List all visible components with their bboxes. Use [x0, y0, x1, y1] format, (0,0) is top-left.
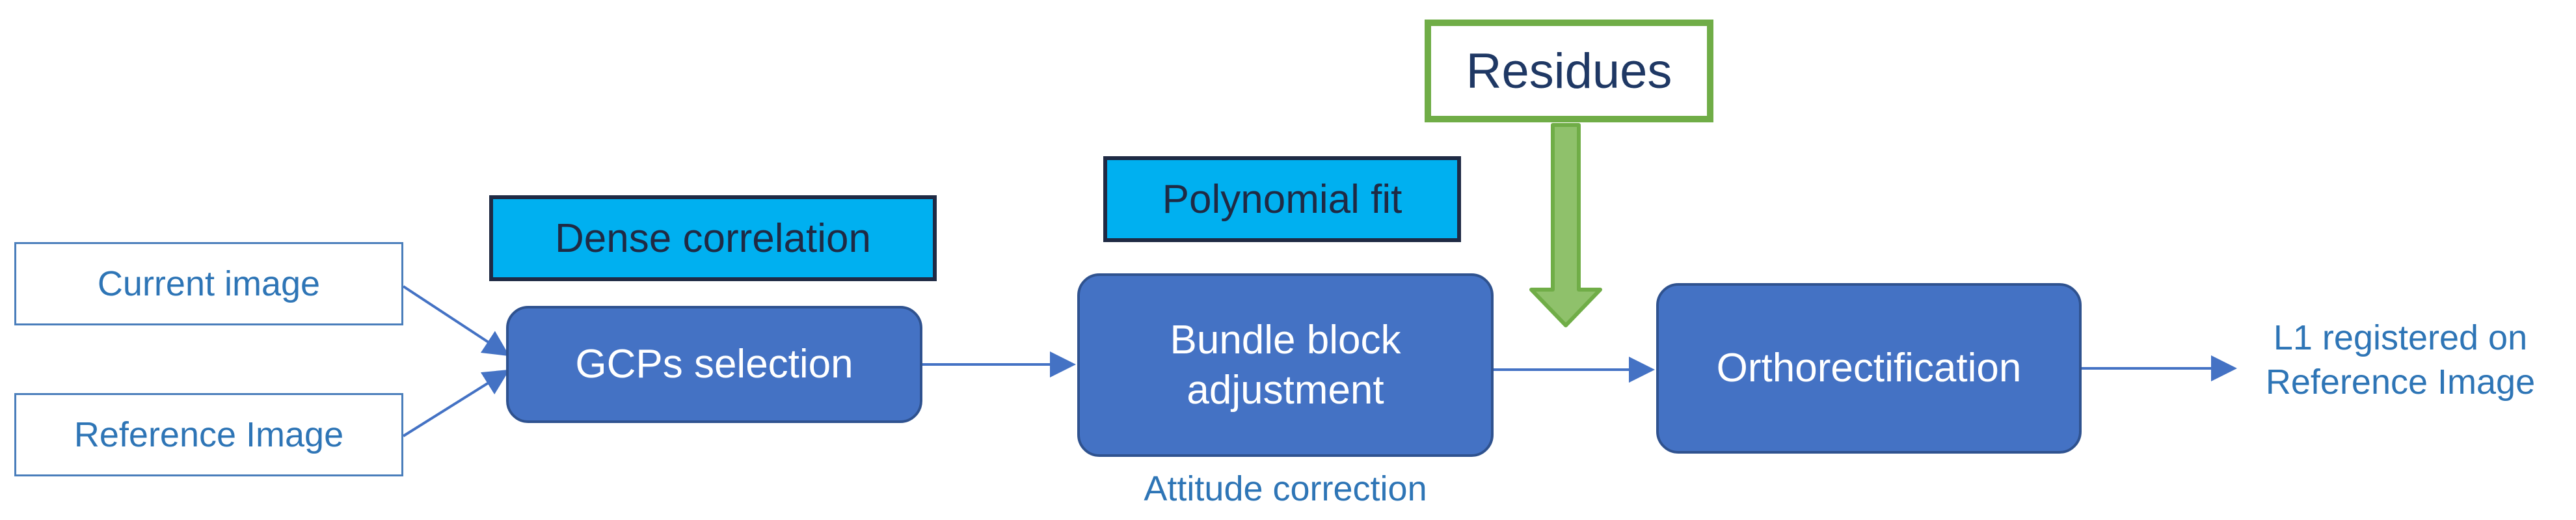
residues-down-arrow: [1529, 123, 1602, 327]
bundle-block-adjustment-label: Bundle block adjustment: [1170, 317, 1401, 413]
reference-image-label: Reference Image: [74, 415, 344, 454]
current-image-box: Current image: [14, 242, 403, 325]
reference-image-box: Reference Image: [14, 393, 403, 476]
arrow-current-to-gcp: [402, 285, 510, 357]
orthorectification-label: Orthorectification: [1716, 346, 2022, 391]
attitude-correction-note: Attitude correction: [1144, 469, 1427, 508]
dense-correlation-box: Dense correlation: [489, 195, 937, 281]
polynomial-fit-label: Polynomial fit: [1162, 176, 1402, 222]
gcps-selection-label: GCPs selection: [575, 342, 853, 387]
polynomial-fit-box: Polynomial fit: [1103, 156, 1461, 242]
orthorectification-box: Orthorectification: [1656, 283, 2082, 454]
bundle-block-adjustment-box: Bundle block adjustment: [1077, 273, 1494, 457]
gcps-selection-box: GCPs selection: [506, 306, 922, 423]
output-label: L1 registered on Reference Image: [2265, 318, 2536, 402]
residues-label: Residues: [1466, 43, 1672, 99]
current-image-label: Current image: [97, 264, 321, 303]
arrow-reference-to-gcp: [402, 369, 510, 437]
dense-correlation-label: Dense correlation: [555, 215, 871, 261]
residues-box: Residues: [1425, 20, 1713, 122]
